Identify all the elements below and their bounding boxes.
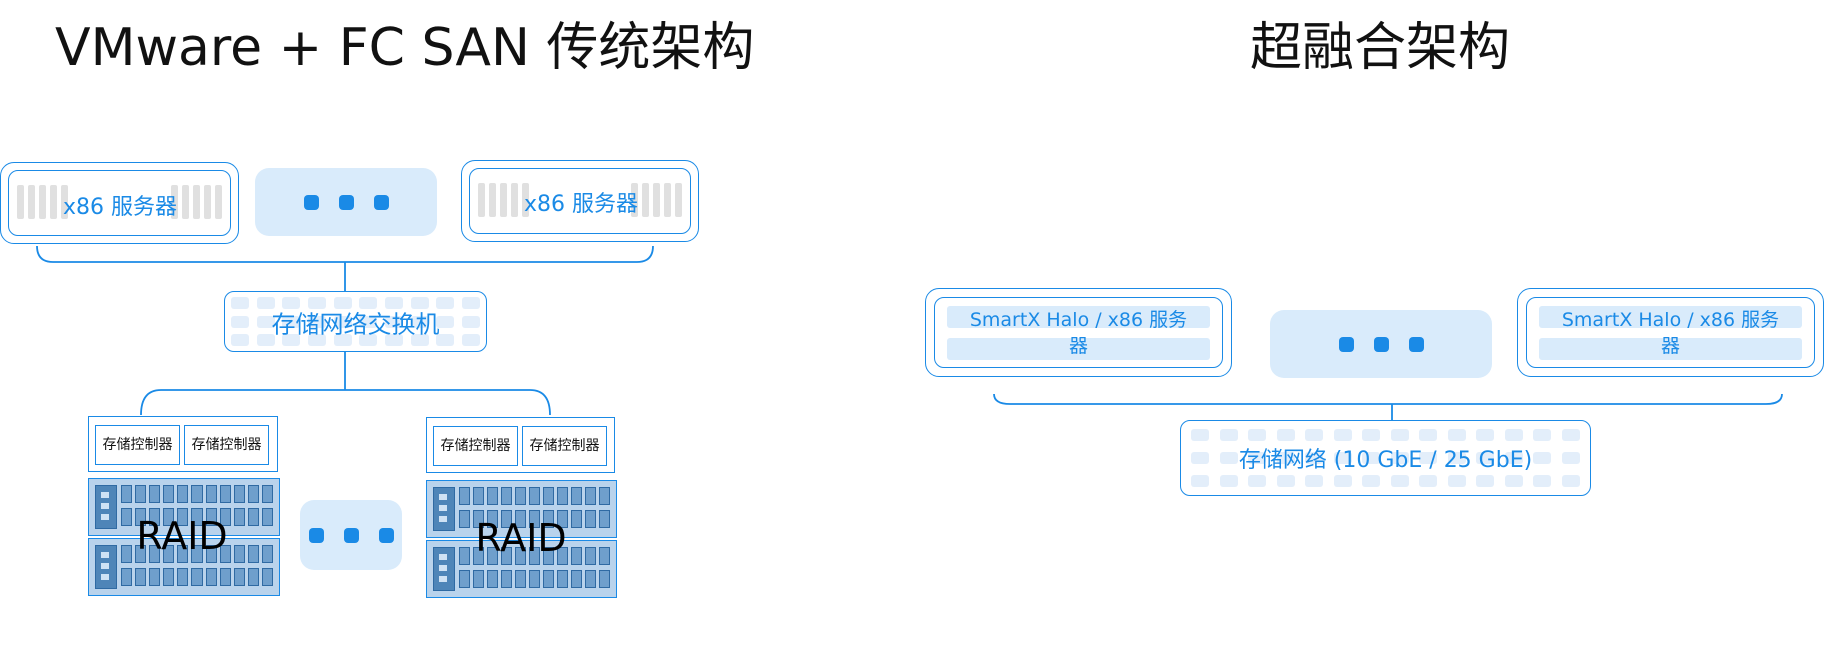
- more-dots-icon: [303, 194, 319, 210]
- more-nodes-indicator: [1270, 310, 1492, 378]
- storage-controller: 存储控制器: [184, 425, 269, 465]
- server-vent-icon: [631, 183, 682, 217]
- drive-row: [459, 570, 610, 588]
- raid-label: RAID: [136, 514, 228, 558]
- more-dots-icon: [308, 527, 324, 543]
- power-supply-icon: [95, 485, 117, 529]
- switch-ports: [231, 297, 480, 346]
- hci-bay: [947, 306, 1210, 328]
- x86-server-right-chassis: x86 服务器: [469, 168, 691, 234]
- switch-label: 存储网络交换机: [271, 310, 440, 338]
- hci-node-right: SmartX Halo / x86 服务器: [1517, 288, 1824, 377]
- more-servers-indicator: [255, 168, 437, 236]
- hci-bracket-line: [993, 393, 1783, 405]
- hci-node-label: SmartX Halo / x86 服务器: [969, 308, 1188, 357]
- power-supply-icon: [433, 547, 455, 591]
- disk-shelf: [426, 480, 617, 538]
- more-storage-indicator: [300, 500, 402, 570]
- more-dots-icon: [343, 527, 359, 543]
- server-vent-icon: [171, 185, 222, 219]
- disk-shelf: [426, 540, 617, 598]
- more-dots-icon: [1338, 336, 1354, 352]
- drive-row: [459, 547, 610, 565]
- disk-shelf: [88, 538, 280, 596]
- drive-row: [459, 487, 610, 505]
- storage-controller: 存储控制器: [433, 426, 518, 466]
- drive-row: [459, 510, 610, 528]
- more-dots-icon: [378, 527, 394, 543]
- server-vent-icon: [17, 185, 68, 219]
- storage-controller: 存储控制器: [522, 426, 607, 466]
- right-title: 超融合架构: [1250, 18, 1511, 78]
- drive-row: [121, 508, 274, 526]
- more-dots-icon: [338, 194, 354, 210]
- x86-server-left-chassis: x86 服务器: [8, 170, 231, 236]
- raid-label: RAID: [475, 516, 567, 560]
- network-label: 存储网络 (10 GbE / 25 GbE): [1238, 448, 1533, 473]
- more-dots-icon: [1373, 336, 1389, 352]
- drive-row: [121, 545, 274, 563]
- more-dots-icon: [1408, 336, 1424, 352]
- drive-row: [121, 568, 274, 586]
- storage-controller-group-right: 存储控制器 存储控制器: [426, 417, 615, 473]
- server-bracket-line: [36, 245, 654, 263]
- x86-server-right: x86 服务器: [461, 160, 699, 242]
- server-vent-icon: [478, 183, 529, 217]
- hci-node-right-chassis: SmartX Halo / x86 服务器: [1526, 297, 1815, 368]
- storage-controller: 存储控制器: [95, 425, 180, 465]
- x86-server-label: x86 服务器: [523, 192, 639, 217]
- network-ports: [1191, 429, 1580, 487]
- hci-node-left-chassis: SmartX Halo / x86 服务器: [934, 297, 1223, 368]
- hci-node-left: SmartX Halo / x86 服务器: [925, 288, 1232, 377]
- hci-storage-network: 存储网络 (10 GbE / 25 GbE): [1180, 420, 1591, 496]
- power-supply-icon: [433, 487, 455, 531]
- x86-server-label: x86 服务器: [62, 195, 178, 220]
- hci-bay: [1539, 338, 1802, 360]
- storage-network-switch: 存储网络交换机: [224, 291, 487, 352]
- disk-shelf: [88, 478, 280, 536]
- power-supply-icon: [95, 545, 117, 589]
- hci-node-label: SmartX Halo / x86 服务器: [1561, 308, 1780, 357]
- hci-bay: [1539, 306, 1802, 328]
- left-title: VMware + FC SAN 传统架构: [55, 18, 755, 78]
- storage-bracket-line: [140, 389, 551, 416]
- x86-server-left: x86 服务器: [0, 162, 239, 244]
- storage-controller-group-left: 存储控制器 存储控制器: [88, 416, 278, 472]
- more-dots-icon: [373, 194, 389, 210]
- drive-row: [121, 485, 274, 503]
- hci-bay: [947, 338, 1210, 360]
